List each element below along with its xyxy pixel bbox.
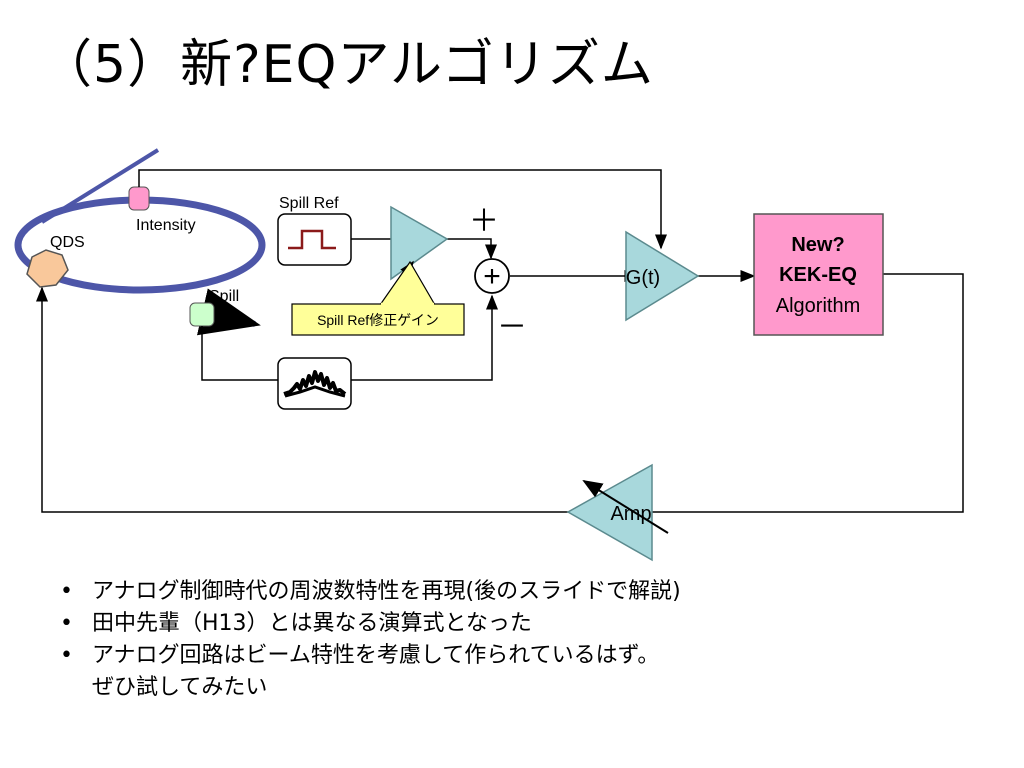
amp-adjust-arrow [582,479,669,534]
spill-ref-label: Spill Ref [279,195,339,212]
ref-amp-to-summer-wire [446,238,497,260]
spill-label: Spill [209,288,239,305]
spill-signal-waveform-fill [284,385,346,398]
slide-title: （5）新?EQアルゴリズム [40,35,654,95]
spill-signal-to-summer-wire [351,294,498,381]
algorithm-line-1: New? [791,234,844,256]
amp-label: Amp [610,503,651,525]
bullet-item: アナログ制御時代の周波数特性を再現(後のスライドで解説) [56,576,996,608]
amp-to-qds-wire [36,286,570,513]
spill-monitor [189,302,215,327]
minus-sign: － [497,311,527,344]
intensity-monitor [128,186,150,211]
spill-signal-waveform [283,370,347,396]
qds-label: QDS [50,234,85,251]
gain-block-label: G(t) [626,267,660,289]
summing-junction-symbol: + [483,260,501,293]
spill-signal-box [277,357,352,410]
algorithm-line-3: Algorithm [776,295,860,317]
bullet-text: アナログ回路はビーム特性を考慮して作られているはず。 [92,643,660,668]
block-diagram: Intensity QDS Spill Spill Ref Spill Ref修… [14,148,964,562]
injection-line [40,148,160,224]
spill-ref-gain-amplifier [390,205,449,281]
spill-ref-waveform [288,229,336,250]
amp-triangle [566,463,653,562]
gain-block [625,230,700,322]
gain-callout-pointer [378,260,437,306]
intensity-label: Intensity [136,217,196,234]
qds-magnet [26,249,69,288]
plus-sign: ＋ [469,205,499,238]
bullet-list: アナログ制御時代の周波数特性を再現(後のスライドで解説) 田中先輩（H13）とは… [56,576,996,704]
gain-callout-text: Spill Ref修正ゲイン [317,312,439,328]
bullet-text: 田中先輩（H13）とは異なる演算式となった [92,611,532,636]
bullet-item: アナログ回路はビーム特性を考慮して作られているはず。ぜひ試してみたい [56,640,996,704]
gain-callout-box [291,303,465,336]
summing-junction [474,258,510,294]
spill-ref-box [277,213,352,266]
bullet-item: 田中先輩（H13）とは異なる演算式となった [56,608,996,640]
algorithm-to-amp-wire [650,273,964,513]
spill-monitor-wire [201,326,278,381]
bullet-continuation: ぜひ試してみたい [92,675,268,700]
algorithm-line-2: KEK-EQ [779,264,857,286]
intensity-to-gain-wire [138,169,667,250]
algorithm-box [753,213,884,336]
bullet-text: アナログ制御時代の周波数特性を再現(後のスライドで解説) [92,579,681,604]
